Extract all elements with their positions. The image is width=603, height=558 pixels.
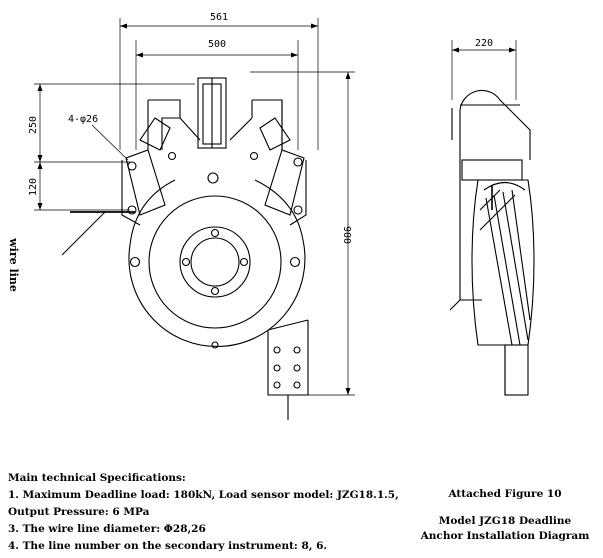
wire-line-label: wire line bbox=[7, 237, 20, 292]
spec-heading: Main technical Specifications: bbox=[8, 472, 186, 484]
side-view bbox=[449, 40, 535, 396]
spec-line-2: Output Pressure: 6 MPa bbox=[8, 506, 150, 518]
spec-line-4: 4. The line number on the secondary inst… bbox=[8, 540, 328, 552]
spec-line-3: 3. The wire line diameter: Φ28,26 bbox=[8, 523, 206, 535]
front-view bbox=[34, 18, 355, 420]
figure-number: Attached Figure 10 bbox=[448, 488, 562, 500]
dim-holes: 4-φ26 bbox=[68, 114, 98, 125]
spec-line-1: 1. Maximum Deadline load: 180kN, Load se… bbox=[8, 489, 399, 501]
dim-inner-width: 500 bbox=[208, 39, 226, 50]
spec-block: Main technical Specifications: 1. Maximu… bbox=[8, 470, 428, 555]
figure-title-2: Anchor Installation Diagram bbox=[420, 530, 590, 542]
dim-side-width: 220 bbox=[475, 38, 493, 49]
dim-mid-height: 120 bbox=[28, 178, 39, 196]
dim-total-height: 900 bbox=[341, 226, 352, 244]
dim-upper-height: 250 bbox=[28, 116, 39, 134]
figure-title-1: Model JZG18 Deadline bbox=[438, 515, 572, 527]
dim-overall-width: 561 bbox=[210, 12, 228, 23]
figure-caption: Attached Figure 10 Model JZG18 Deadline … bbox=[410, 488, 600, 544]
